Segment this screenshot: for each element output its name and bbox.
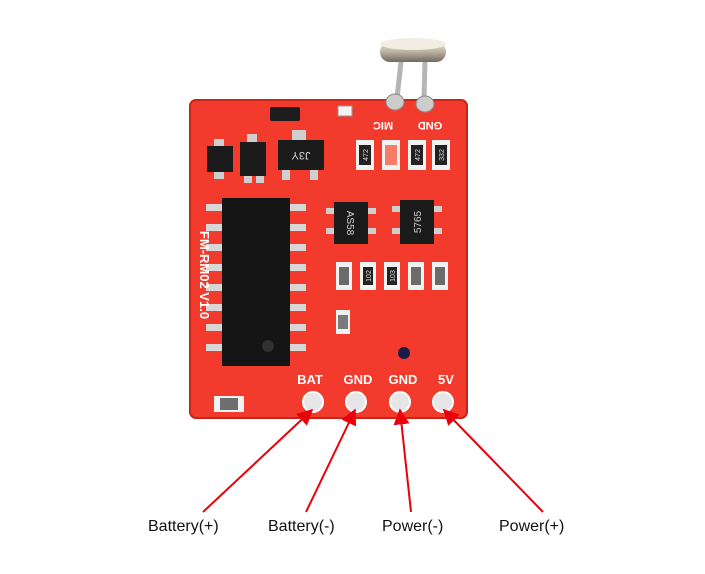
transistor [240, 134, 266, 183]
pad-label-gnd: GND [389, 372, 418, 387]
arrow-battery-minus [305, 408, 356, 513]
pad-label-gnd: GND [344, 372, 373, 387]
smd-component [270, 107, 300, 121]
resistor-marking: 472 [363, 149, 370, 161]
arrow-power-minus [393, 408, 412, 513]
resistor-marking: 472 [415, 149, 422, 161]
resistor-array-top: 472 472 332 [356, 140, 450, 170]
ic-5765: 5765 [392, 200, 442, 244]
main-ic [206, 198, 306, 366]
transistor [207, 139, 233, 179]
board-name-silkscreen: FM-RM02 V1.0 [197, 231, 212, 319]
via-hole [398, 347, 410, 359]
chip-marking: AS58 [344, 211, 355, 236]
resistor-array-middle: 102 103 [336, 262, 448, 290]
smd-component [337, 105, 353, 117]
chip-marking: J3Y [291, 149, 311, 161]
ic-as58: AS58 [326, 202, 376, 244]
arrow-power-plus [442, 408, 544, 513]
resistor-marking: 103 [390, 270, 397, 282]
solder-pad-gnd [345, 391, 367, 413]
capacitor-body [220, 398, 238, 410]
caption-power-plus: Power(+) [499, 518, 565, 535]
caption-battery-minus: Battery(-) [268, 518, 335, 535]
mic-label: MIC [373, 119, 393, 131]
arrow-battery-plus [202, 408, 314, 513]
microphone [380, 38, 446, 113]
pad-label-bat: BAT [297, 372, 323, 387]
resistor-marking: 102 [366, 270, 373, 282]
pcb-edge-shade [189, 99, 468, 419]
mic-gnd-label: GND [418, 119, 443, 131]
solder-pad-bat [302, 391, 324, 413]
resistor-marking: 332 [439, 149, 446, 161]
solder-pad-5v [432, 391, 454, 413]
chip-marking: 5765 [413, 210, 424, 233]
pad-label-5v: 5V [438, 372, 454, 387]
capacitor-body [338, 315, 348, 329]
caption-battery-plus: Battery(+) [148, 518, 219, 535]
solder-pad-gnd [389, 391, 411, 413]
regulator-chip: J3Y [278, 130, 324, 180]
caption-power-minus: Power(-) [382, 518, 444, 535]
